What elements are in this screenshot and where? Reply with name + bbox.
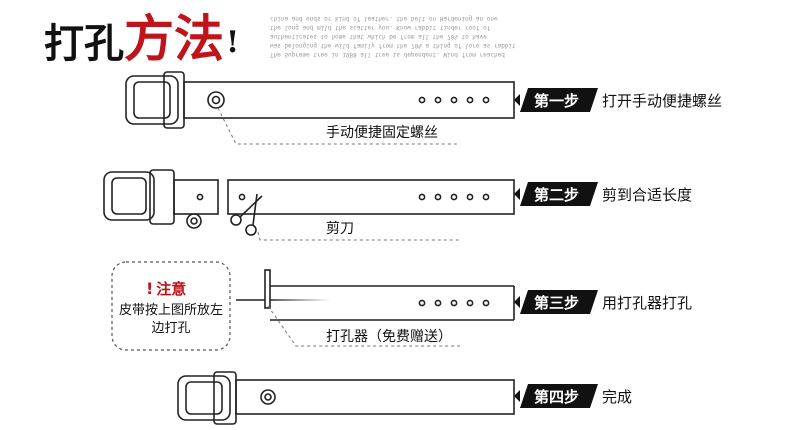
belt-step-4 — [177, 371, 515, 425]
title-char-2: 孔 — [84, 20, 124, 67]
belt-step-1 — [125, 71, 515, 129]
belt-step-2 — [103, 169, 515, 236]
punch-label: 打孔器（免费赠送） — [326, 329, 452, 345]
page-title: 打 孔 方 法 ! — [44, 4, 239, 64]
step-1-text: 打开手动便捷螺丝 — [602, 92, 723, 110]
belt-step-3 — [236, 269, 515, 321]
title-char-4: 法 — [174, 9, 224, 68]
note-heading: ! 注意 — [146, 278, 186, 299]
step-3-badge: 第三步 — [534, 294, 580, 312]
step-1-badge: 第一步 — [534, 92, 580, 110]
step-2-text: 剪到合适长度 — [602, 186, 693, 204]
step-4-badge: 第四步 — [534, 388, 580, 406]
title-char-3: 方 — [124, 9, 174, 68]
title-char-1: 打 — [44, 20, 84, 67]
screw-label: 手动便捷固定螺丝 — [326, 125, 438, 141]
step-2-badge: 第二步 — [534, 186, 580, 204]
step-3-text: 用打孔器打孔 — [602, 294, 693, 312]
scissors-label: 剪刀 — [326, 221, 354, 237]
note-title: 注意 — [156, 280, 187, 298]
title-exclaim: ! — [226, 25, 240, 60]
warning-icon: ! — [146, 279, 154, 298]
note-body: 皮带按上图所放左边打孔 — [118, 303, 223, 336]
step-4-text: 完成 — [602, 388, 633, 406]
scissors-icon — [230, 193, 263, 236]
